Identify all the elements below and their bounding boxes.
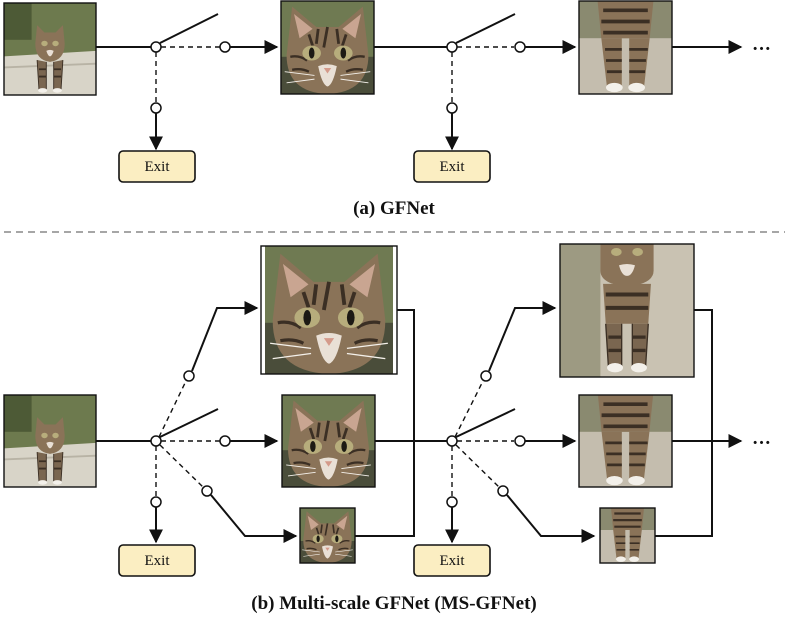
branch-node — [150, 41, 162, 53]
kitten-photo — [599, 507, 656, 564]
kitten-photo — [559, 243, 695, 378]
switch-icon — [455, 13, 516, 44]
exit-label: Exit — [145, 159, 171, 175]
kitten-photo — [281, 394, 376, 488]
exit-label: Exit — [440, 159, 466, 175]
switch-icon — [455, 408, 516, 438]
arrow-icon — [506, 494, 596, 543]
switch-icon — [159, 13, 219, 44]
exit-box: Exit — [118, 544, 196, 577]
caption-a: (a) GFNet — [353, 198, 435, 219]
continuation-dots: ··· — [752, 433, 771, 454]
merge-line — [355, 309, 415, 537]
caption-b: (b) Multi-scale GFNet (MS-GFNet) — [251, 593, 536, 614]
continuation-dots: ··· — [752, 39, 771, 60]
kitten-photo — [3, 2, 97, 96]
kitten-photo — [299, 507, 356, 564]
panel-a: Exit Exit ··· (a) GFNet — [3, 0, 771, 219]
exit-label: Exit — [145, 553, 171, 569]
kitten-photo — [280, 0, 375, 95]
kitten-photo — [578, 0, 673, 95]
arrow-icon — [210, 494, 298, 543]
switch-icon — [159, 408, 219, 438]
exit-box: Exit — [413, 150, 491, 183]
arrow-icon — [191, 301, 259, 372]
panel-b: Exit Exi — [3, 243, 771, 614]
kitten-photo — [3, 394, 97, 488]
arrow-icon — [488, 301, 557, 372]
kitten-photo — [260, 245, 398, 375]
kitten-photo — [578, 394, 673, 488]
exit-label: Exit — [440, 553, 466, 569]
exit-box: Exit — [413, 544, 491, 577]
merge-line — [655, 309, 713, 537]
exit-box: Exit — [118, 150, 196, 183]
